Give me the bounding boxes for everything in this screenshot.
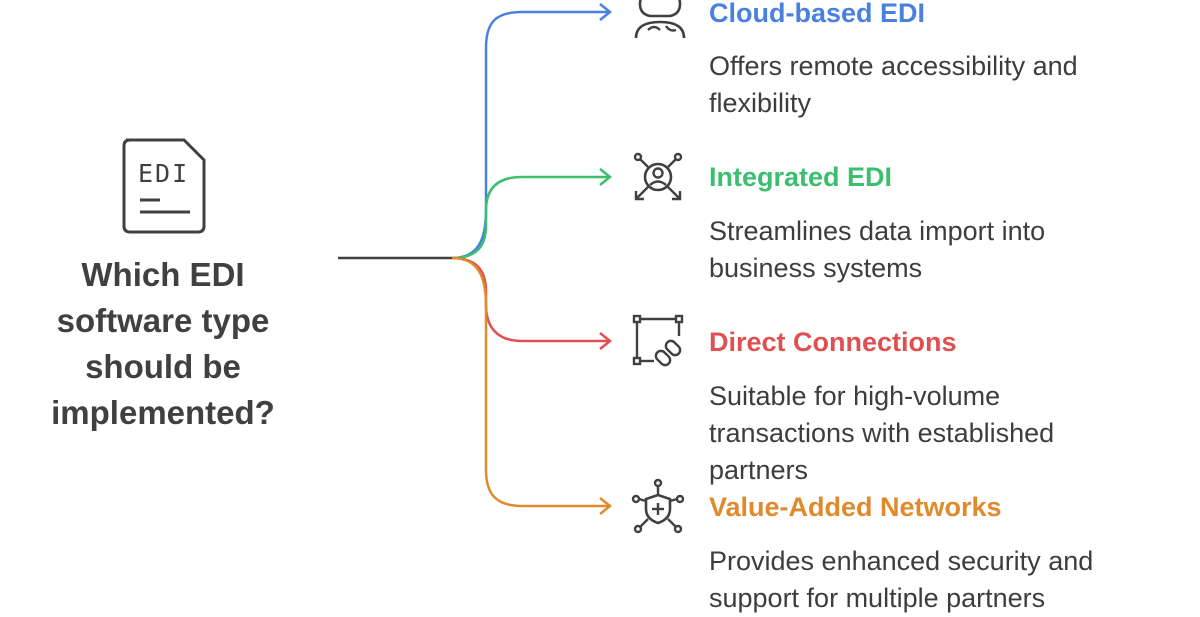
option-description: Offers remote accessibility and flexibil… [709, 51, 1078, 118]
document-icon: EDI [118, 136, 210, 236]
branch-line-integrated [451, 175, 610, 260]
arrow-direct [599, 332, 613, 350]
question-line-4: implemented? [51, 394, 275, 431]
branch-line-cloud [451, 10, 610, 260]
arrow-integrated [599, 168, 613, 186]
question-line-3: should be [85, 348, 241, 385]
shield-network-icon [630, 477, 690, 537]
question-line-1: Which EDI [81, 256, 245, 293]
central-question: Which EDI software type should be implem… [20, 252, 306, 436]
option-title: Cloud-based EDI [709, 0, 926, 28]
question-line-2: software type [56, 302, 270, 339]
option-value-added-networks: Value-Added Networks Provides enhanced s… [630, 475, 1200, 613]
branch-line-van [451, 256, 610, 508]
option-description: Suitable for high-volume transactions wi… [709, 381, 1055, 485]
cloud-brain-icon [630, 0, 690, 39]
link-frame-icon [630, 312, 690, 372]
arrow-van [599, 497, 613, 515]
option-description: Streamlines data import into business sy… [709, 216, 1046, 283]
branch-line-direct [451, 256, 610, 343]
arrow-cloud [599, 3, 613, 21]
connector-lines [338, 3, 613, 515]
option-description: Provides enhanced security and support f… [709, 546, 1094, 613]
option-cloud-based-edi: Cloud-based EDI Offers remote accessibil… [630, 0, 1200, 130]
option-title: Direct Connections [709, 327, 957, 357]
option-integrated-edi: Integrated EDI Streamlines data import i… [630, 145, 1200, 285]
option-direct-connections: Direct Connections Suitable for high-vol… [630, 310, 1200, 485]
option-title: Value-Added Networks [709, 492, 1002, 522]
option-title: Integrated EDI [709, 162, 893, 192]
document-icon-label: EDI [138, 159, 189, 188]
user-network-icon [630, 147, 690, 207]
